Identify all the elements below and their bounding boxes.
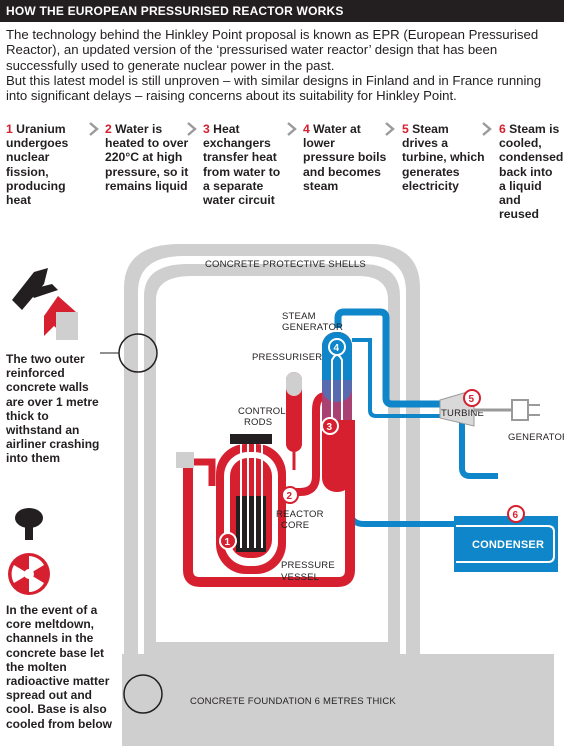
step-4: 4 Water at lower pressure boils and beco… — [303, 122, 389, 193]
control-rods-label-2: RODS — [244, 417, 272, 428]
step-number: 5 — [402, 122, 409, 136]
marker-4: 4 — [328, 338, 346, 356]
marker-5-text: 5 — [469, 394, 475, 405]
process-steps: 1 Uranium undergoes nuclear fission, pro… — [0, 122, 564, 222]
step-text: Steam is cooled, condensed back into a l… — [499, 122, 564, 222]
pump-box — [176, 452, 194, 468]
reactor-diagram: CONDENSER TURBINE GENERATOR — [8, 244, 564, 746]
intro-paragraph-1: The technology behind the Hinkley Point … — [6, 27, 539, 73]
marker-5: 5 — [463, 389, 481, 407]
steam-generator-label-1: STEAM — [282, 311, 316, 322]
foundation-callout-circle — [123, 674, 163, 714]
step-3: 3 Heat exchangers transfer heat from wat… — [203, 122, 289, 207]
step-5: 5 Steam drives a turbine, which generate… — [402, 122, 488, 193]
marker-2-text: 2 — [287, 491, 293, 502]
step-text: Water at lower pressure boils and become… — [303, 122, 387, 193]
shells-label: CONCRETE PROTECTIVE SHELLS — [205, 259, 366, 270]
step-text: Steam drives a turbine, which generates … — [402, 122, 485, 193]
generator-label: GENERATOR — [508, 432, 564, 443]
steam-generator-label-2: GENERATOR — [282, 322, 343, 333]
pressuriser — [286, 372, 302, 470]
marker-1: 1 — [219, 532, 237, 550]
step-2: 2 Water is heated to over 220°C at high … — [105, 122, 191, 193]
step-6: 6 Steam is cooled, condensed back into a… — [499, 122, 564, 222]
reactor-core-label-2: CORE — [281, 520, 309, 531]
turbine-label: TURBINE — [441, 408, 484, 419]
marker-3: 3 — [321, 417, 339, 435]
concrete-foundation — [122, 654, 554, 746]
generator-plug-icon — [474, 399, 540, 421]
radiation-icon — [8, 553, 50, 595]
foundation-label: CONCRETE FOUNDATION 6 METRES THICK — [190, 696, 396, 707]
step-text: Heat exchangers transfer heat from water… — [203, 122, 281, 208]
intro-paragraph-2: But this latest model is still unproven … — [6, 72, 542, 104]
mushroom-cloud-icon — [15, 508, 43, 540]
marker-3-text: 3 — [327, 422, 333, 433]
chevron-right-icon — [482, 122, 492, 136]
pressure-vessel-label-1: PRESSURE — [281, 560, 335, 571]
marker-4-text: 4 — [334, 343, 340, 354]
condenser: CONDENSER — [454, 516, 558, 572]
step-number: 2 — [105, 122, 112, 136]
title-bar: HOW THE EUROPEAN PRESSURISED REACTOR WOR… — [0, 0, 564, 22]
marker-6-text: 6 — [513, 510, 519, 521]
marker-1-text: 1 — [225, 537, 231, 548]
condenser-label: CONDENSER — [472, 539, 544, 551]
chevron-right-icon — [287, 122, 297, 136]
airliner-crash-icon — [12, 268, 78, 340]
step-1: 1 Uranium undergoes nuclear fission, pro… — [6, 122, 92, 207]
step-text: Uranium undergoes nuclear fission, produ… — [6, 122, 69, 208]
pressure-vessel-label-2: VESSEL — [281, 572, 319, 583]
intro-text: The technology behind the Hinkley Point … — [6, 27, 558, 103]
chevron-right-icon — [89, 122, 99, 136]
marker-6: 6 — [507, 505, 525, 523]
step-number: 6 — [499, 122, 506, 136]
meltdown-note: In the event of a core meltdown, channel… — [6, 603, 113, 731]
step-number: 1 — [6, 122, 13, 136]
reactor-core-label-1: REACTOR — [276, 509, 324, 520]
chevron-right-icon — [385, 122, 395, 136]
chevron-right-icon — [187, 122, 197, 136]
step-number: 4 — [303, 122, 310, 136]
step-text: Water is heated to over 220°C at high pr… — [105, 122, 189, 193]
pressuriser-label: PRESSURISER — [252, 352, 322, 363]
page-title: HOW THE EUROPEAN PRESSURISED REACTOR WOR… — [6, 4, 344, 18]
step-number: 3 — [203, 122, 210, 136]
control-rods-label-1: CONTROL — [238, 406, 286, 417]
pressure-vessel — [216, 434, 286, 574]
walls-note: The two outer reinforced concrete walls … — [6, 352, 100, 466]
marker-2: 2 — [281, 486, 299, 504]
